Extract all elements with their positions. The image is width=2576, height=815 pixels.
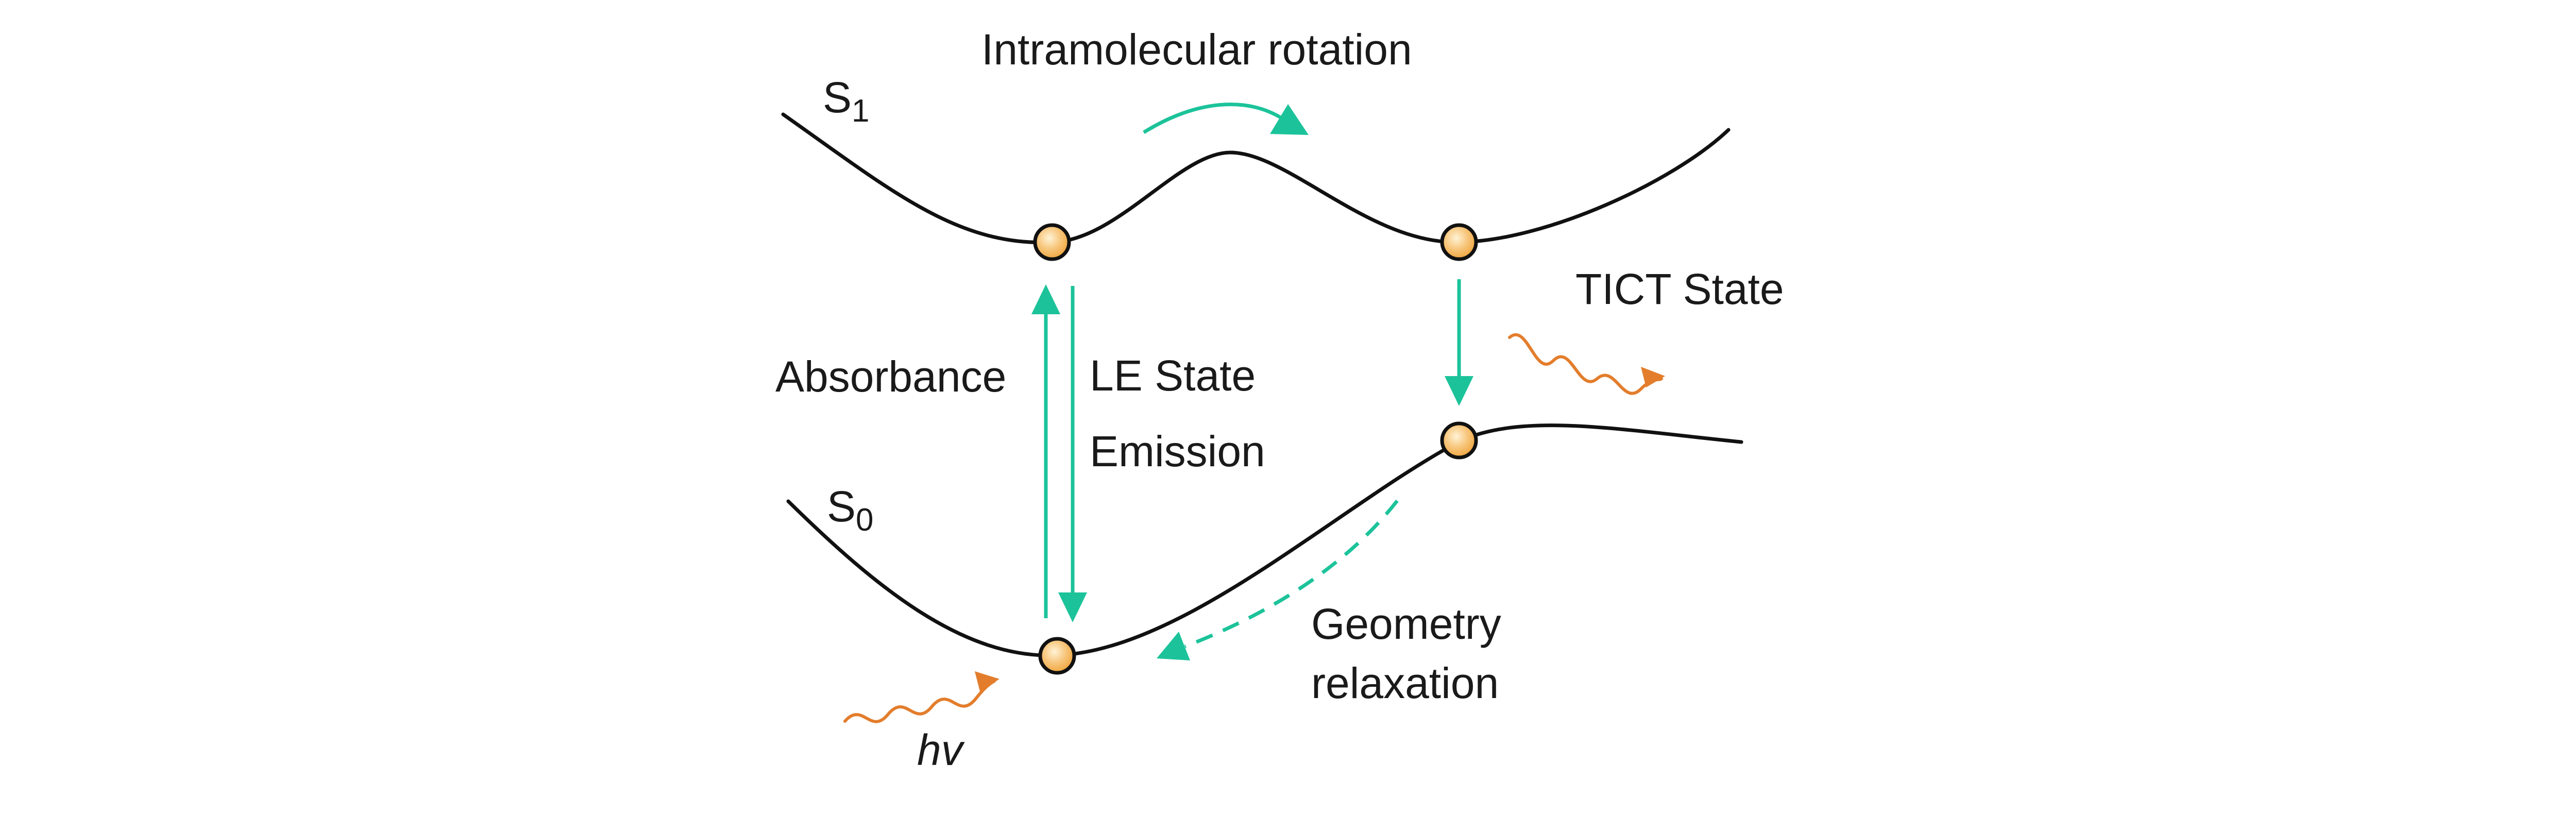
photon-out-wave [1508, 333, 1663, 395]
s1-label: S1 [823, 73, 870, 129]
le-s0-node [1038, 637, 1076, 675]
emission-arrow-head [1058, 592, 1087, 622]
relaxation-arrow-head [1157, 632, 1190, 660]
photon-out-head [1641, 367, 1665, 387]
s0-label: S0 [827, 482, 874, 538]
tict-arrow-head [1445, 376, 1473, 406]
s1-curve [781, 112, 1731, 245]
tict-s1-node [1440, 223, 1478, 261]
rotation-label: Intramolecular rotation [981, 25, 1412, 74]
photon-in-wave [843, 680, 996, 723]
tict-state-label: TICT State [1575, 265, 1784, 313]
geometry-label: Geometry [1311, 600, 1501, 648]
emission-label: Emission [1090, 427, 1265, 476]
rotation-arrow-head [1270, 104, 1309, 135]
photon-in-head [975, 671, 999, 691]
absorbance-label: Absorbance [775, 352, 1006, 401]
hv-label: hv [917, 726, 965, 774]
tict-s0-node [1440, 421, 1478, 460]
rotation-arrow [1143, 103, 1285, 134]
relaxation-label: relaxation [1311, 659, 1499, 707]
s0-curve [786, 423, 1743, 657]
relaxation-arrow [1184, 499, 1399, 649]
le-state-label: LE State [1090, 351, 1256, 400]
le-s1-node [1033, 223, 1071, 261]
absorbance-arrow-head [1031, 284, 1060, 314]
